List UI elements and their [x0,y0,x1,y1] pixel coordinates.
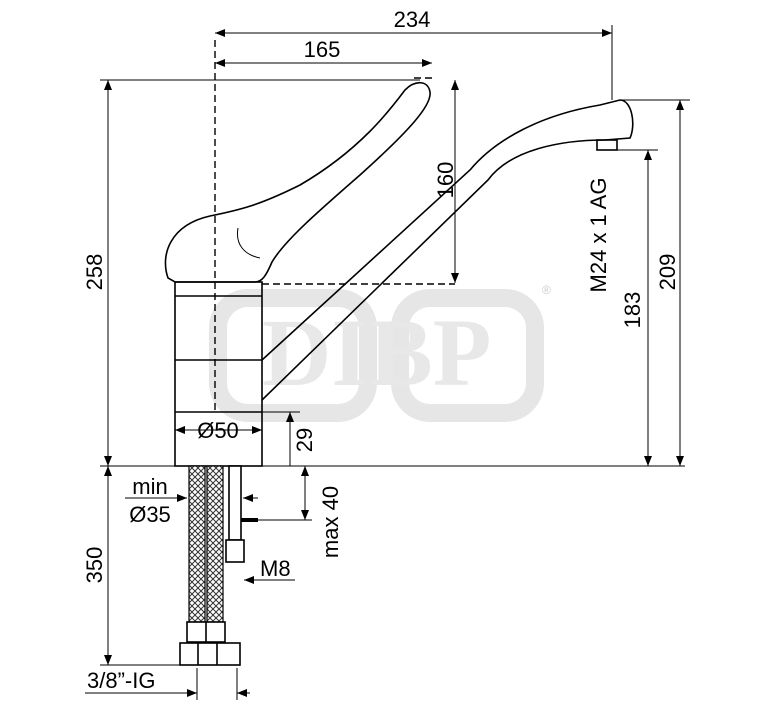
dim-stud-thread: M8 [260,556,291,581]
dimension-lines [85,25,690,700]
dim-base-height: 29 [292,428,317,452]
dim-hose-length: 350 [82,547,107,584]
dim-spout-top-height: 209 [655,254,680,291]
dim-handle-reach: 165 [304,37,341,62]
dim-outlet-height: 183 [620,292,645,329]
dim-body-diameter: Ø50 [197,418,239,443]
mounting-nut [225,539,245,563]
watermark-text: DIBP [262,299,491,406]
dim-hose-connection: 3/8”-IG [87,668,155,693]
lever-handle [164,77,432,283]
dim-overall-height: 258 [82,254,107,291]
dim-hole-min-diameter: Ø35 [129,502,171,527]
registered-mark: ® [542,283,551,297]
spout [261,99,634,401]
supply-hoses [179,465,258,666]
dim-total-reach: 234 [394,7,431,32]
dim-handle-height: 160 [433,162,458,199]
faucet-body [174,40,455,467]
dim-outlet-thread: M24 x 1 AG [586,178,611,293]
mounting-stud [228,465,242,541]
dim-hole-min-label: min [132,474,167,499]
dim-max-thickness: max 40 [318,486,343,558]
